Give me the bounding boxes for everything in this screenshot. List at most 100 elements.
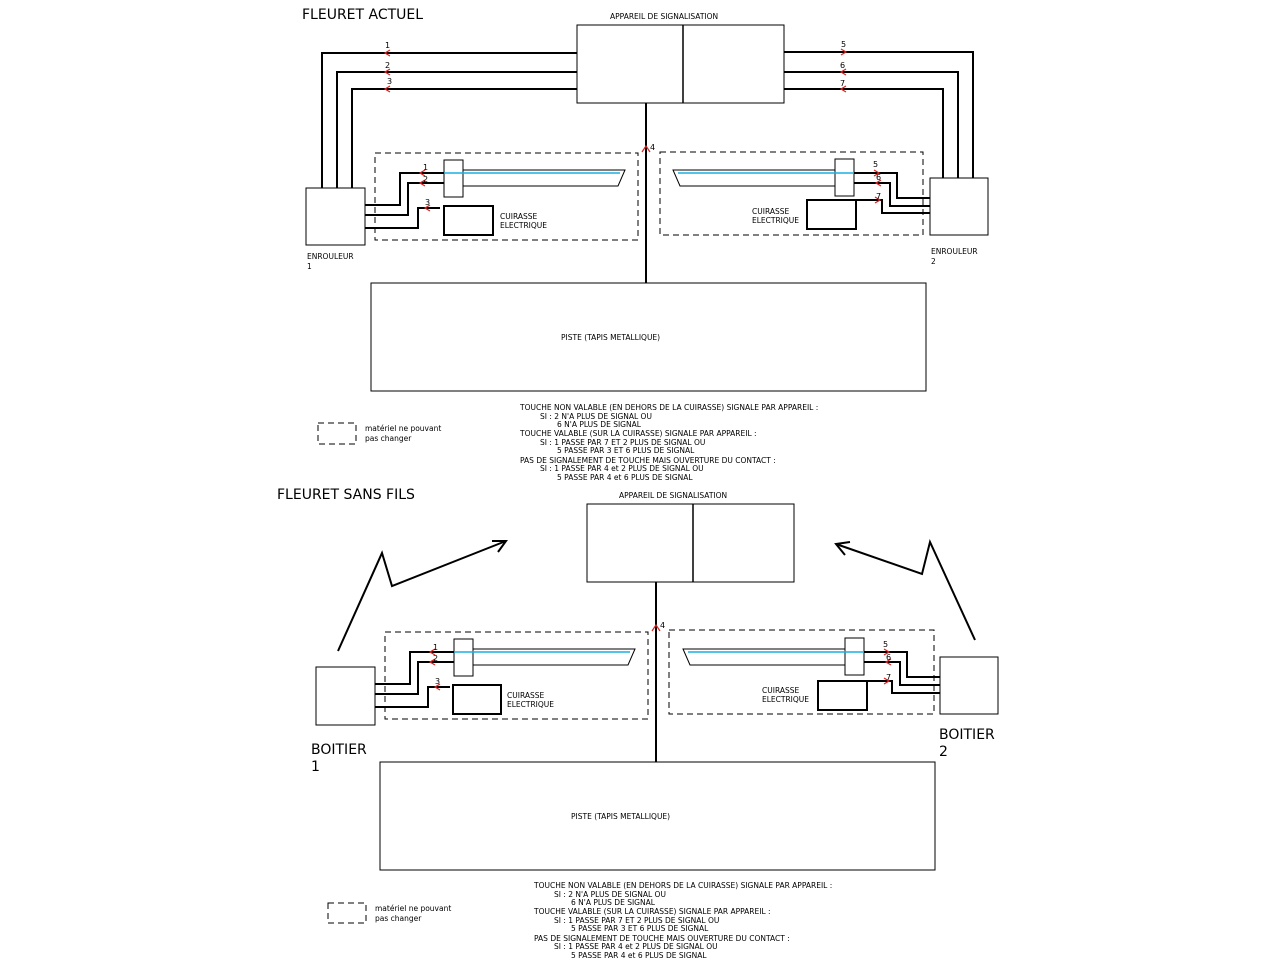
bottom-note-1: SI : 2 N'A PLUS DE SIGNAL OU bbox=[554, 890, 666, 899]
top-reel2-label-1: ENROULEUR bbox=[931, 247, 978, 256]
bottom-cuirasse-left-2: ELECTRIQUE bbox=[507, 700, 554, 709]
bottom-legend-1: matériel ne pouvant bbox=[375, 904, 451, 913]
bottom-bw-num-6: 6 bbox=[886, 653, 891, 662]
bottom-note-0: TOUCHE NON VALABLE (EN DEHORS DE LA CUIR… bbox=[533, 881, 832, 890]
bottom-bodywire-5 bbox=[864, 651, 940, 678]
top-bw-arrow-6 bbox=[874, 179, 882, 187]
top-arrow-2 bbox=[383, 68, 391, 76]
top-num-7: 7 bbox=[840, 79, 845, 88]
top-arrow-7 bbox=[839, 85, 847, 93]
bottom-piste-label: PISTE (TAPIS METALLIQUE) bbox=[571, 812, 670, 821]
bottom-note-2: 6 N'A PLUS DE SIGNAL bbox=[571, 898, 656, 907]
top-arrow-3 bbox=[383, 85, 391, 93]
bottom-bw-arrow-7 bbox=[883, 677, 891, 685]
top-foil-guard-right bbox=[834, 158, 855, 197]
top-legend-2: pas changer bbox=[365, 434, 412, 443]
bottom-bw-num-5: 5 bbox=[883, 640, 888, 649]
bottom-foil-guard-right bbox=[844, 637, 865, 676]
top-cuirasse-left-2: ELECTRIQUE bbox=[500, 221, 547, 230]
bottom-box-2 bbox=[939, 656, 999, 715]
top-foil-guard-left bbox=[443, 159, 464, 198]
bottom-bw-num-1: 1 bbox=[433, 643, 438, 652]
top-foil-blade-right bbox=[672, 169, 836, 187]
top-num-2: 2 bbox=[385, 61, 390, 70]
top-note-0: TOUCHE NON VALABLE (EN DEHORS DE LA CUIR… bbox=[519, 403, 818, 412]
top-note-6: PAS DE SIGNALEMENT DE TOUCHE MAIS OUVERT… bbox=[520, 456, 776, 465]
top-piste-label: PISTE (TAPIS METALLIQUE) bbox=[561, 333, 660, 342]
bottom-device-label: APPAREIL DE SIGNALISATION bbox=[619, 491, 727, 500]
top-bw-num-1: 1 bbox=[423, 163, 428, 172]
top-bodywire-7 bbox=[857, 199, 930, 214]
bottom-bw-num-3: 3 bbox=[435, 677, 440, 686]
top-reel1-label-1: ENROULEUR bbox=[307, 252, 354, 261]
top-num-6: 6 bbox=[840, 61, 845, 70]
top-cable-7 bbox=[784, 88, 944, 178]
top-bw-num-3: 3 bbox=[425, 198, 430, 207]
top-bw-arrow-5 bbox=[873, 169, 881, 177]
bottom-bw-num-7: 7 bbox=[886, 673, 891, 682]
top-reel1-label-2: 1 bbox=[307, 262, 312, 271]
top-cuirasse-right bbox=[806, 199, 857, 230]
top-bw-num-7: 7 bbox=[876, 192, 881, 201]
top-legend-swatch bbox=[317, 422, 357, 445]
bottom-legend-swatch bbox=[327, 902, 367, 924]
top-bw-num-5: 5 bbox=[873, 160, 878, 169]
top-legend-1: matériel ne pouvant bbox=[365, 424, 441, 433]
bottom-fixed-equipment-left bbox=[384, 631, 649, 720]
top-bw-arrow-7 bbox=[874, 196, 882, 204]
bottom-note-6: PAS DE SIGNALEMENT DE TOUCHE MAIS OUVERT… bbox=[534, 934, 790, 943]
top-bw-arrow-3 bbox=[423, 204, 431, 212]
top-num-3: 3 bbox=[387, 77, 392, 86]
top-bodywire-6 bbox=[854, 182, 930, 207]
top-fixed-equipment-left bbox=[374, 152, 639, 241]
top-note-8: 5 PASSE PAR 4 et 6 PLUS DE SIGNAL bbox=[557, 473, 693, 482]
bottom-foil-blade-right bbox=[682, 648, 846, 666]
top-reel-1 bbox=[305, 187, 366, 246]
bottom-note-4: SI : 1 PASSE PAR 7 ET 2 PLUS DE SIGNAL O… bbox=[554, 916, 719, 925]
top-foil-blade-left bbox=[462, 169, 626, 187]
top-bodywire-2 bbox=[365, 182, 444, 216]
bottom-diagram: FLEURET SANS FILS APPAREIL DE SIGNALISAT… bbox=[277, 487, 999, 960]
bottom-bodywire-3 bbox=[375, 686, 450, 708]
bottom-note-5: 5 PASSE PAR 3 ET 6 PLUS DE SIGNAL bbox=[571, 924, 709, 933]
top-note-5: 5 PASSE PAR 3 ET 6 PLUS DE SIGNAL bbox=[557, 446, 695, 455]
bottom-cuirasse-right-2: ELECTRIQUE bbox=[762, 695, 809, 704]
bottom-piste bbox=[379, 761, 936, 871]
top-bw-num-6: 6 bbox=[876, 173, 881, 182]
wireless-arrowhead-right bbox=[834, 541, 851, 556]
top-bw-arrow-1 bbox=[418, 169, 426, 177]
bottom-cuirasse-right-1: CUIRASSE bbox=[762, 686, 799, 695]
top-arrow-4 bbox=[641, 144, 651, 153]
bottom-bodywire-2 bbox=[375, 661, 454, 695]
bottom-num-4: 4 bbox=[660, 621, 665, 630]
top-cuirasse-left-1: CUIRASSE bbox=[500, 212, 537, 221]
top-reel-2 bbox=[929, 177, 989, 236]
bottom-note-3: TOUCHE VALABLE (SUR LA CUIRASSE) SIGNALE… bbox=[533, 907, 771, 916]
top-num-5: 5 bbox=[841, 40, 846, 49]
top-cable-3 bbox=[351, 88, 577, 188]
top-fixed-equipment-right bbox=[659, 151, 924, 236]
top-cuirasse-right-1: CUIRASSE bbox=[752, 207, 789, 216]
bottom-box2-label-2: 2 bbox=[939, 744, 948, 760]
top-cuirasse-right-2: ELECTRIQUE bbox=[752, 216, 799, 225]
top-cable-2 bbox=[336, 71, 577, 188]
top-bodywire-3 bbox=[365, 207, 440, 229]
bottom-note-8: 5 PASSE PAR 4 et 6 PLUS DE SIGNAL bbox=[571, 951, 707, 960]
top-bodywire-1 bbox=[365, 172, 444, 206]
top-notes: TOUCHE NON VALABLE (EN DEHORS DE LA CUIR… bbox=[519, 403, 818, 482]
bottom-arrow-4 bbox=[651, 623, 661, 632]
top-bw-arrow-2 bbox=[418, 179, 426, 187]
top-arrow-5 bbox=[840, 48, 848, 56]
wireless-signal-left bbox=[337, 540, 507, 652]
bottom-cuirasse-left-1: CUIRASSE bbox=[507, 691, 544, 700]
top-num-1: 1 bbox=[385, 41, 390, 50]
top-note-2: 6 N'A PLUS DE SIGNAL bbox=[557, 420, 642, 429]
top-cable-6 bbox=[784, 71, 959, 178]
bottom-note-7: SI : 1 PASSE PAR 4 et 2 PLUS DE SIGNAL O… bbox=[554, 942, 718, 951]
bottom-foil-blade-left bbox=[472, 648, 636, 666]
bottom-box1-label-2: 1 bbox=[311, 759, 320, 775]
top-note-7: SI : 1 PASSE PAR 4 et 2 PLUS DE SIGNAL O… bbox=[540, 464, 704, 473]
bottom-signalling-device bbox=[586, 503, 795, 583]
top-arrow-6 bbox=[839, 68, 847, 76]
